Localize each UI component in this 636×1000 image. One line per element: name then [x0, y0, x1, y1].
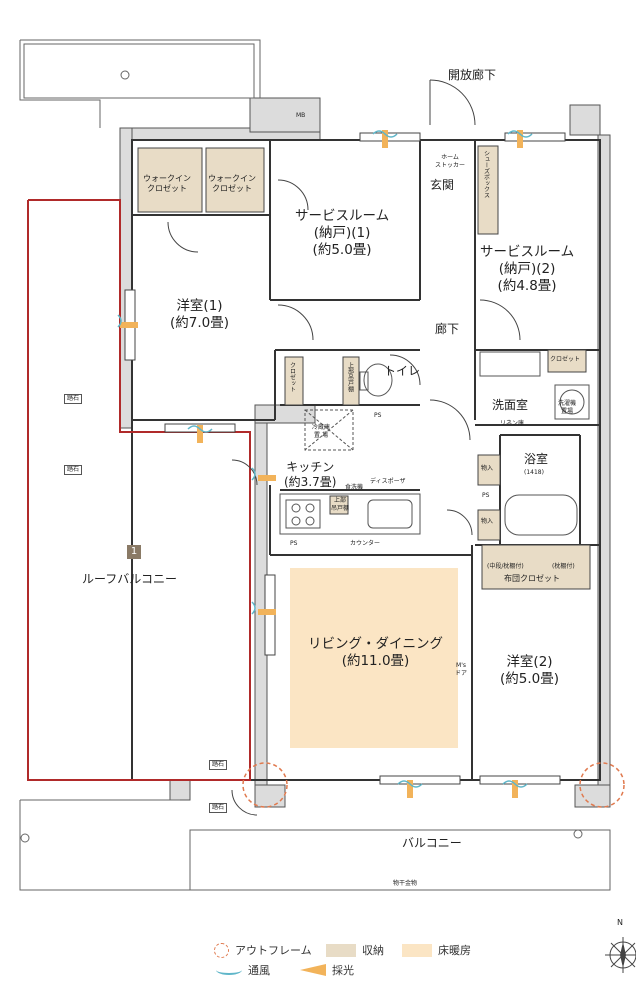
structure-walls [119, 97, 611, 808]
roof-balcony-label: ルーフバルコニー [82, 572, 178, 586]
open-corridor-label: 開放廊下 [448, 68, 497, 82]
linen-label: リネン庫 [500, 420, 525, 427]
living-dining-label: リビング・ダイニング (約11.0畳) [308, 636, 443, 669]
washroom-label: 洗面室 [492, 398, 529, 412]
home-stocker-label: ホーム ストッカー [435, 154, 466, 169]
north-label: N [617, 918, 623, 927]
legend-floor-heating-text: 床暖房 [438, 944, 471, 957]
service-room-1-label: サービスルーム (納戸)(1) (約5.0畳) [295, 208, 390, 258]
stepping-stone-tag: 踏石 [64, 465, 83, 475]
drying-hardware-label: 物干金物 [393, 880, 418, 887]
legend-outframe-text: アウトフレーム [235, 944, 312, 957]
closet-wc-label: クロゼット [288, 362, 296, 392]
legend-floor-heating: 床暖房 [402, 942, 471, 958]
counter-label: カウンター [350, 540, 381, 547]
balcony-label: バルコニー [402, 836, 462, 850]
bath-label: 浴室 [524, 452, 549, 466]
air-light-markers [117, 130, 533, 798]
toilet-label: トイレ [384, 364, 421, 378]
futon-closet-label: 布団クロゼット [504, 574, 560, 583]
ventilation-icon [216, 965, 242, 975]
walkin-closet-2-label: ウォークイン クロゼット [208, 174, 256, 193]
roof-balcony-outline [27, 199, 251, 781]
service-room-2-label: サービスルーム (納戸)(2) (約4.8畳) [480, 244, 575, 294]
compass-icon [605, 937, 636, 973]
mb-label: MB [296, 112, 306, 119]
laundry-label: 洗濯機 置場 [558, 400, 577, 415]
legend-daylight: 採光 [300, 962, 354, 978]
terrace-outline [19, 39, 611, 891]
stepping-stone-tag: 踏石 [209, 803, 228, 813]
outframe-markers [242, 762, 625, 808]
stepping-stone-tag: 踏石 [209, 760, 228, 770]
legend-outframe: アウトフレーム [214, 942, 312, 958]
storage-swatch [326, 943, 356, 957]
disposer-label: ディスポーザ [370, 478, 406, 485]
legend-storage-text: 収納 [362, 944, 384, 957]
floor-heating-area [290, 568, 458, 748]
storage-in-2-label: 物入 [481, 518, 494, 525]
western-room-2-label: 洋室(2) (約5.0畳) [500, 654, 560, 687]
kitchen-fixtures [279, 409, 421, 535]
western-room-1-label: 洋室(1) (約7.0畳) [170, 298, 230, 331]
floor-heating-swatch [402, 943, 432, 957]
roof-balcony-number: 1 [127, 545, 141, 559]
fridge-label: 冷蔵庫 置 場 [312, 424, 331, 439]
ps-label-3: PS [290, 540, 298, 547]
upper-shelf-wc-label: 上部吊戸棚 [346, 362, 354, 392]
storage-in-1-label: 物入 [481, 465, 494, 472]
stepping-stone-tag: 踏石 [64, 394, 83, 404]
upper-shelf-kitchen-label: 上部 吊戸棚 [331, 497, 350, 512]
futon-sub1-label: (中段/枕棚付) [487, 563, 524, 570]
entrance-label: 玄関 [430, 178, 455, 192]
ps-label-1: PS [374, 412, 382, 419]
corridor-label: 廊下 [435, 322, 460, 336]
legend-daylight-text: 採光 [332, 964, 354, 977]
shoes-box-label: シューズボックス [482, 150, 490, 198]
storage-areas [137, 145, 591, 590]
closet-label: クロゼット [550, 356, 581, 363]
legend-ventilation: 通風 [216, 962, 270, 978]
ms-door-label: M's ドア [455, 662, 468, 677]
daylight-icon [300, 964, 326, 976]
legend-ventilation-text: 通風 [248, 964, 270, 977]
kitchen-label: キッチン (約3.7畳) [284, 460, 337, 489]
dishwasher-label: 食洗機 [345, 484, 364, 491]
legend-storage: 収納 [326, 942, 384, 958]
outframe-icon [214, 942, 229, 958]
bath-size-label: (1418) [524, 469, 544, 476]
ps-label-2: PS [482, 492, 490, 499]
walkin-closet-1-label: ウォークイン クロゼット [143, 174, 191, 193]
bath-fixtures [359, 351, 590, 536]
futon-sub2-label: (枕棚付) [552, 563, 575, 570]
door-swings [167, 79, 521, 816]
